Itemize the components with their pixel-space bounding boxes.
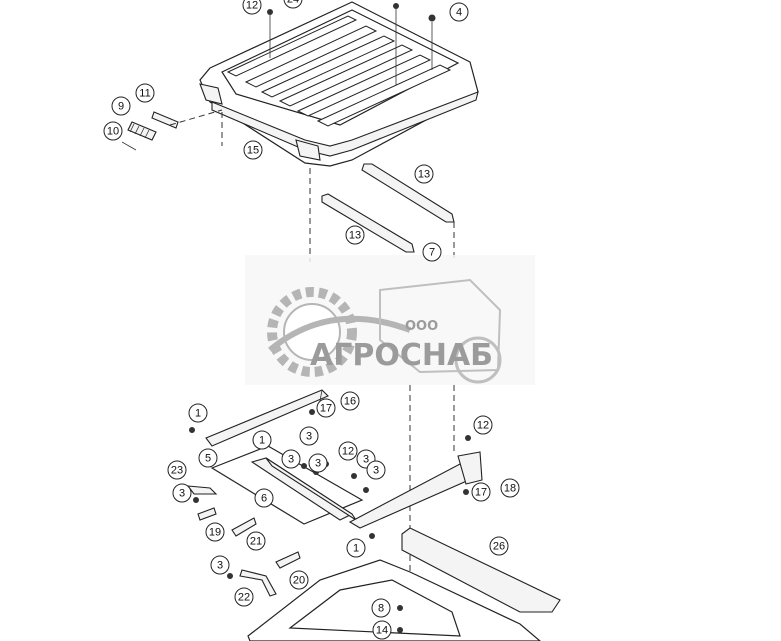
callout-number: 15 — [247, 145, 259, 157]
callout-17: 17 — [316, 398, 336, 418]
callout-7: 7 — [422, 242, 442, 262]
watermark: ООО АГРОСНАБ — [245, 255, 535, 385]
callout-19: 19 — [205, 522, 225, 542]
callout-3: 3 — [308, 453, 328, 473]
callout-number: 17 — [320, 403, 332, 415]
callout-3: 3 — [281, 449, 301, 469]
callout-12: 12 — [338, 441, 358, 461]
callout-8: 8 — [371, 598, 391, 618]
trim-panel-26 — [401, 527, 561, 613]
callout-3: 3 — [210, 555, 230, 575]
callout-number: 3 — [363, 454, 369, 466]
callout-3: 3 — [299, 426, 319, 446]
callout-number: 17 — [475, 487, 487, 499]
callout-number: 10 — [107, 126, 119, 138]
callout-14: 14 — [372, 620, 392, 640]
callout-number: 3 — [179, 488, 185, 500]
callout-4: 4 — [449, 2, 469, 22]
callout-5: 5 — [198, 448, 218, 468]
callout-13: 13 — [414, 164, 434, 184]
callout-number: 24 — [287, 0, 299, 6]
roof-panel — [199, 1, 479, 167]
callout-20: 20 — [289, 570, 309, 590]
callout-1: 1 — [188, 403, 208, 423]
callout-15: 15 — [243, 140, 263, 160]
callout-number: 13 — [418, 169, 430, 181]
support-bars — [321, 163, 455, 253]
callout-18: 18 — [500, 478, 520, 498]
callout-number: 12 — [342, 446, 354, 458]
callout-number: 19 — [209, 527, 221, 539]
callout-number: 1 — [195, 408, 201, 420]
callout-number: 4 — [456, 7, 462, 19]
callout-number: 9 — [118, 101, 124, 113]
callout-number: 3 — [217, 560, 223, 572]
callout-number: 3 — [315, 458, 321, 470]
callout-12: 12 — [473, 415, 493, 435]
callout-3: 3 — [172, 483, 192, 503]
callout-number: 20 — [293, 575, 305, 587]
callout-number: 26 — [493, 541, 505, 553]
callout-number: 16 — [344, 396, 356, 408]
callout-number: 13 — [349, 230, 361, 242]
callout-number: 14 — [376, 625, 388, 637]
callout-26: 26 — [489, 536, 509, 556]
callout-12: 12 — [242, 0, 262, 15]
callout-24: 24 — [283, 0, 303, 9]
bracket-bar-18 — [348, 435, 483, 529]
callout-number: 5 — [205, 453, 211, 465]
callout-17: 17 — [471, 482, 491, 502]
callout-number: 3 — [373, 465, 379, 477]
callout-21: 21 — [246, 531, 266, 551]
callout-number: 3 — [306, 431, 312, 443]
callout-13: 13 — [345, 225, 365, 245]
callout-number: 1 — [259, 435, 265, 447]
callout-number: 21 — [250, 536, 262, 548]
callout-number: 11 — [139, 88, 150, 100]
callout-1: 1 — [252, 430, 272, 450]
small-brackets — [186, 485, 375, 597]
callout-number: 8 — [378, 603, 384, 615]
callout-number: 22 — [238, 592, 250, 604]
callout-6: 6 — [254, 488, 274, 508]
callout-23: 23 — [167, 460, 187, 480]
callout-1: 1 — [346, 538, 366, 558]
callout-number: 12 — [246, 0, 258, 12]
callout-number: 12 — [477, 420, 489, 432]
watermark-company-name: АГРОСНАБ — [310, 338, 493, 373]
callout-11: 11 — [135, 83, 155, 103]
callout-number: 7 — [429, 247, 435, 259]
spring-assembly — [121, 109, 223, 151]
callout-number: 3 — [288, 454, 294, 466]
roof-bolts — [267, 3, 436, 85]
callout-number: 6 — [261, 493, 267, 505]
callout-labels: 1224411910151313711716131212533332336171… — [103, 0, 520, 640]
callout-number: 1 — [353, 543, 359, 555]
callout-10: 10 — [103, 121, 123, 141]
callout-16: 16 — [340, 391, 360, 411]
callout-22: 22 — [234, 587, 254, 607]
callout-3: 3 — [366, 460, 386, 480]
callout-number: 18 — [504, 483, 516, 495]
callout-9: 9 — [111, 96, 131, 116]
callout-number: 23 — [171, 465, 183, 477]
watermark-prefix: ООО — [405, 319, 438, 334]
